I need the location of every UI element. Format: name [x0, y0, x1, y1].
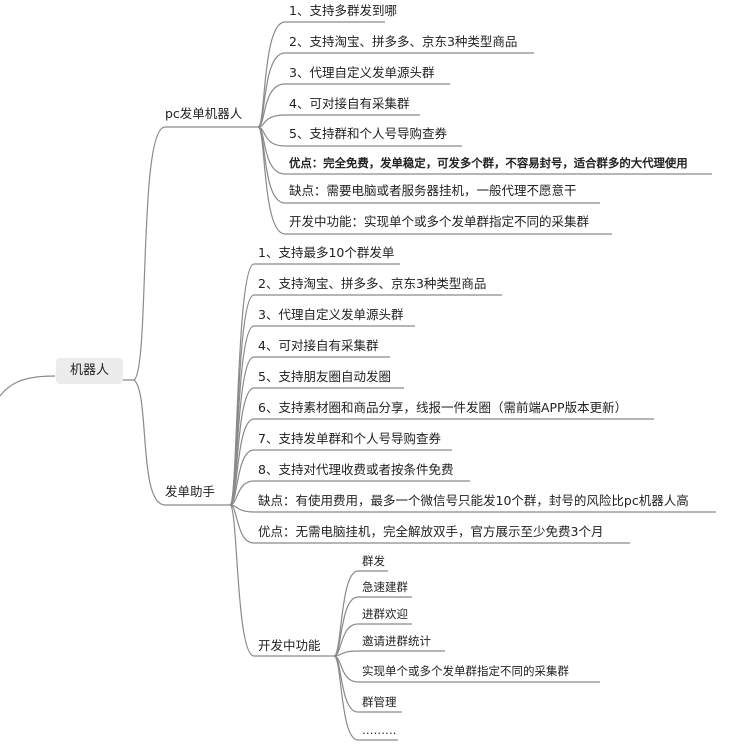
- assistant-item-8[interactable]: 8、支持对代理收费或者按条件免费: [258, 462, 454, 477]
- assistant-item-1[interactable]: 1、支持最多10个群发单: [258, 245, 395, 260]
- assistant-link-dev: [229, 504, 334, 657]
- dev-item-group-map[interactable]: 实现单个或多个发单群指定不同的采集群: [362, 664, 569, 678]
- assistant-item-pros[interactable]: 优点：无需电脑挂机，完全解放双手，官方展示至少免费3个月: [258, 524, 604, 539]
- assistant-item-4[interactable]: 4、可对接自有采集群: [258, 338, 379, 353]
- assistant-item-2[interactable]: 2、支持淘宝、拼多多、京东3种类型商品: [258, 276, 487, 291]
- assistant-link-8: [229, 480, 470, 506]
- dev-link-4: [333, 650, 445, 657]
- assistant-item-7[interactable]: 7、支持发单群和个人号导购查券: [258, 431, 441, 446]
- assistant-link-10: [229, 504, 630, 544]
- pc-item-dev[interactable]: 开发中功能：实现单个或多个发单群指定不同的采集群: [289, 214, 590, 229]
- assistant-item-3[interactable]: 3、代理自定义发单源头群: [258, 307, 404, 322]
- pc-item-5[interactable]: 5、支持群和个人号导购查券: [289, 126, 447, 141]
- dev-item-more[interactable]: ………: [362, 723, 397, 737]
- dev-link-7: [333, 655, 398, 741]
- assistant-item-dev[interactable]: 开发中功能: [258, 638, 321, 653]
- assistant-link-7: [229, 449, 452, 506]
- root-inlink: [0, 375, 56, 397]
- assistant-item-6[interactable]: 6、支持素材圈和商品分享，线报一件发圈（需前端APP版本更新）: [258, 400, 628, 415]
- pc-link-4: [257, 114, 420, 128]
- pc-link-8: [257, 126, 612, 235]
- pc-item-cons[interactable]: 缺点：需要电脑或者服务器挂机，一般代理不愿意干: [289, 183, 577, 198]
- root-to-assistant: [133, 379, 230, 506]
- pc-item-pros[interactable]: 优点：完全免费，发单稳定，可发多个群，不容易封号，适合群多的大代理使用: [289, 156, 688, 170]
- assistant-link-9: [229, 504, 716, 513]
- dev-item-group-manage[interactable]: 群管理: [362, 695, 397, 709]
- assistant-item-cons[interactable]: 缺点：有使用费用，最多一个微信号只能发10个群，封号的风险比pc机器人高: [258, 493, 689, 508]
- pc-item-1[interactable]: 1、支持多群发到哪: [289, 3, 397, 18]
- root-to-pc: [133, 126, 258, 381]
- pc-item-4[interactable]: 4、可对接自有采集群: [289, 96, 410, 111]
- dev-item-quick-group[interactable]: 急速建群: [362, 580, 408, 594]
- dev-item-mass-send[interactable]: 群发: [362, 554, 385, 568]
- dev-item-welcome[interactable]: 进群欢迎: [362, 607, 408, 621]
- branch-pc-robot[interactable]: pc发单机器人: [165, 106, 243, 121]
- pc-item-3[interactable]: 3、代理自定义发单源头群: [289, 65, 435, 80]
- pc-item-2[interactable]: 2、支持淘宝、拼多多、京东3种类型商品: [289, 34, 518, 49]
- assistant-item-5[interactable]: 5、支持朋友圈自动发圈: [258, 369, 391, 384]
- branch-order-assistant[interactable]: 发单助手: [165, 484, 216, 499]
- dev-item-invite-stats[interactable]: 邀请进群统计: [362, 634, 431, 648]
- pc-link-3: [257, 83, 450, 128]
- dev-link-3: [333, 623, 412, 657]
- root-node[interactable]: 机器人: [56, 358, 124, 384]
